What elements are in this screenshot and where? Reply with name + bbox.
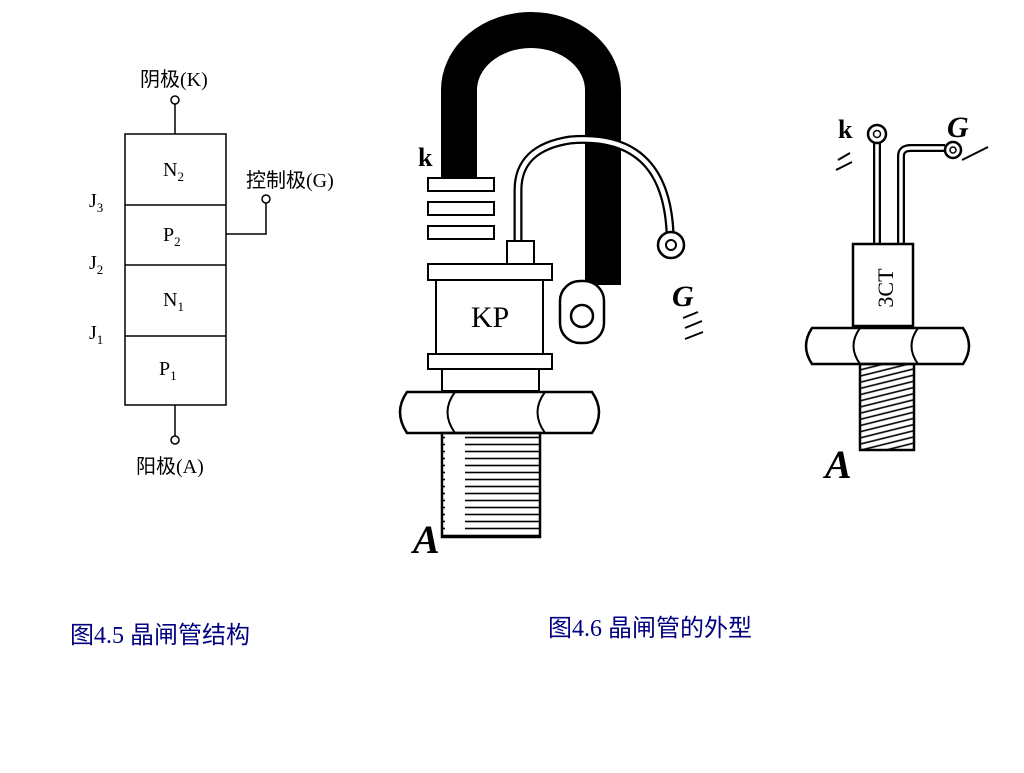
gate-lug-hole xyxy=(665,239,677,251)
3ct-k-pen-strokes xyxy=(835,152,853,171)
anode-terminal xyxy=(170,435,180,445)
anode-label: 阳极(A) xyxy=(136,455,204,478)
small-hex-nut-facet-1 xyxy=(852,327,861,365)
kp-device-drawing: KP k G A xyxy=(398,12,704,562)
layer-n2-label: N2 xyxy=(163,159,184,184)
body-top-flange xyxy=(427,263,553,281)
figure-4-6-caption: 图4.6 晶闸管的外型 xyxy=(548,616,752,642)
small-cathode-eyelet-hole xyxy=(872,129,882,139)
small-threaded-stud xyxy=(858,362,916,452)
layer-n1-label: N1 xyxy=(163,289,184,314)
structure-diagram: 阴极(K) N2 P2 N1 P1 J3 J2 J1 控制极(G) 阳极(A) xyxy=(89,68,334,478)
kp-g-label: G xyxy=(672,280,694,313)
gate-label: 控制极(G) xyxy=(246,169,334,192)
hex-nut-facet-2 xyxy=(536,391,546,434)
3ct-k-label: k xyxy=(838,115,853,144)
small-hex-nut-facet-2 xyxy=(910,327,919,365)
body-neck xyxy=(441,368,540,392)
3ct-g-label: G xyxy=(947,111,969,144)
hex-nut xyxy=(398,390,601,435)
junction-j1-label: J1 xyxy=(89,322,103,347)
hex-nut-facet-1 xyxy=(446,391,456,434)
cathode-terminal xyxy=(170,95,180,105)
figure-4-5-caption: 图4.5 晶闸管结构 xyxy=(70,623,250,649)
terminal-ring-3 xyxy=(427,225,495,240)
gate-lead xyxy=(226,203,267,235)
layer-p2-label: P2 xyxy=(163,224,181,249)
terminal-ring-2 xyxy=(427,201,495,216)
junction-j2-label: J2 xyxy=(89,252,103,277)
small-gate-lead-outline xyxy=(897,144,945,245)
3ct-body-label: 3CT xyxy=(873,268,898,308)
kp-a-label: A xyxy=(410,517,440,562)
cathode-label: 阴极(K) xyxy=(140,68,208,91)
threaded-stud-highlight xyxy=(445,436,465,534)
gate-terminal xyxy=(261,194,271,204)
small-device-body xyxy=(851,242,915,328)
kp-g-pen-strokes xyxy=(682,311,704,340)
layer-p1-label: P1 xyxy=(159,358,177,383)
gate-stub xyxy=(506,240,535,266)
kp-k-label: k xyxy=(418,143,433,172)
small-gate-eyelet-hole xyxy=(949,146,957,154)
kp-body-label: KP xyxy=(471,301,509,334)
3ct-a-label: A xyxy=(822,442,852,487)
3ct-device-drawing: 3CT k G A xyxy=(804,111,989,487)
small-hex-nut xyxy=(804,326,971,366)
braided-cable xyxy=(443,14,619,285)
cathode-lug-hole xyxy=(569,303,595,329)
device-body xyxy=(435,279,544,355)
3ct-g-pen-stroke xyxy=(961,146,989,161)
small-gate-lead xyxy=(899,146,945,245)
terminal-ring-1 xyxy=(427,177,495,192)
gate-wire xyxy=(515,137,673,246)
junction-j3-label: J3 xyxy=(89,190,103,215)
body-bottom-flange xyxy=(427,353,553,370)
